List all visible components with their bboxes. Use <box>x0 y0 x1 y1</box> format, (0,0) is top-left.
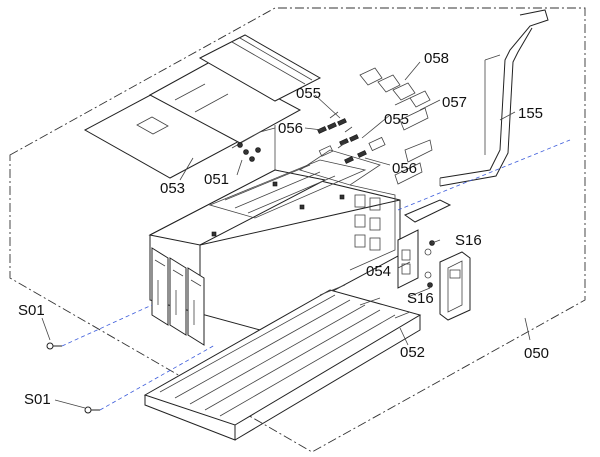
part-051-screws <box>231 125 276 175</box>
label-056-lower: 056 <box>392 160 417 177</box>
label-055-lower: 055 <box>384 111 409 128</box>
part-055-056-clips <box>317 111 386 164</box>
part-155-cable <box>403 9 549 223</box>
screw-s01-upper <box>46 342 62 350</box>
assembly-boundary <box>9 7 586 453</box>
label-s16-lower: S16 <box>407 290 434 307</box>
label-s01-upper: S01 <box>18 302 45 319</box>
label-054: 054 <box>366 263 391 280</box>
label-051: 051 <box>204 171 229 188</box>
label-056-upper: 056 <box>278 120 303 137</box>
label-s01-lower: S01 <box>24 391 51 408</box>
assembly-guide-lines <box>61 139 571 411</box>
label-058: 058 <box>424 50 449 67</box>
part-053-baffle <box>83 34 322 179</box>
part-054-board <box>397 229 432 289</box>
part-main-cage <box>148 149 401 346</box>
part-052-tray <box>143 284 422 441</box>
screw-s16-lower <box>427 282 433 288</box>
part-058-057-brackets <box>359 67 433 185</box>
label-050: 050 <box>524 345 549 362</box>
label-s16-upper: S16 <box>455 232 482 249</box>
label-057: 057 <box>442 94 467 111</box>
label-053: 053 <box>160 180 185 197</box>
leader-lines <box>41 61 531 409</box>
part-fan-module <box>439 251 471 321</box>
label-055-upper: 055 <box>296 85 321 102</box>
screw-s01-lower <box>84 406 100 414</box>
label-155: 155 <box>518 105 543 122</box>
label-052: 052 <box>400 344 425 361</box>
